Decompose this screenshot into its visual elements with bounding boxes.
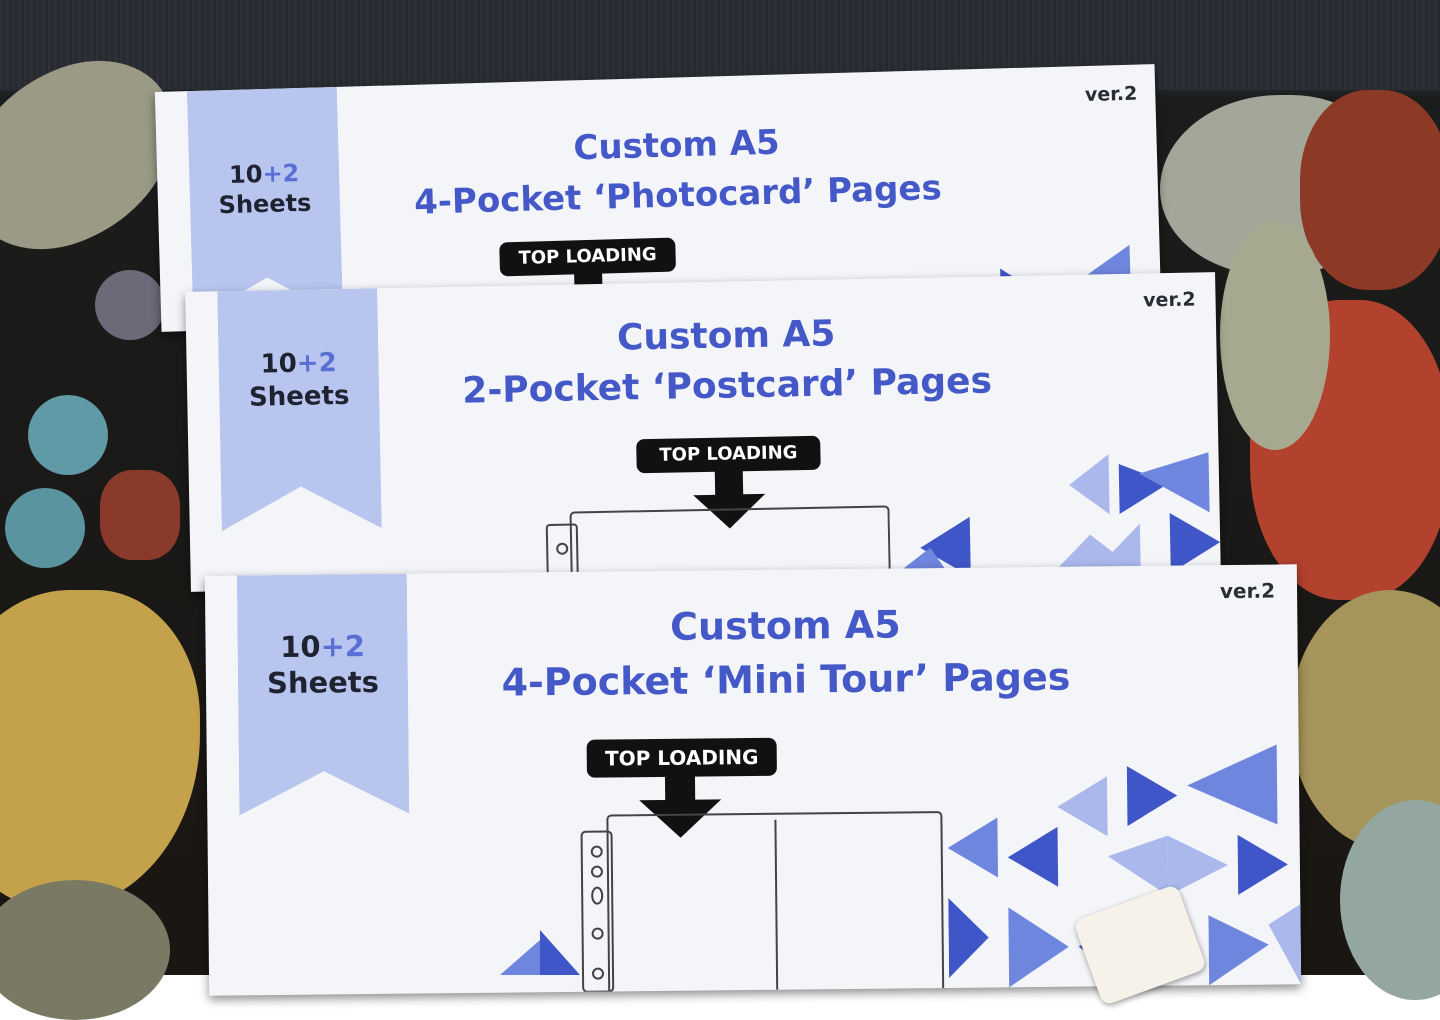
version-label: ver.2 <box>1219 578 1276 604</box>
sheet-count-bonus: +2 <box>320 629 366 664</box>
fabric-red-flower-right-top <box>1300 90 1440 290</box>
fabric-red-flower-left <box>100 470 180 560</box>
top-loading-badge: TOP LOADING <box>499 237 677 277</box>
sheet-count-unit: Sheets <box>218 188 312 220</box>
sheet-count-main: 10 <box>279 629 321 664</box>
sheet-count-bonus: +2 <box>262 159 300 189</box>
product-title-line1: Custom A5 <box>572 122 781 169</box>
sheet-count: 10+2 Sheets <box>237 628 408 702</box>
top-loading-badge: TOP LOADING <box>636 435 821 474</box>
fabric-berry-1 <box>28 395 108 475</box>
product-title-line2: 4-Pocket ‘Mini Tour’ Pages <box>501 654 1071 705</box>
triangle-pattern-fragment <box>500 930 580 975</box>
triangle-pattern <box>890 452 1221 579</box>
gray-felt-surface <box>0 0 1440 90</box>
product-title-line1: Custom A5 <box>669 602 901 649</box>
fabric-berry-2 <box>5 488 85 568</box>
pocket-sleeve-illustration <box>545 505 891 586</box>
sheet-count-unit: Sheets <box>266 665 380 701</box>
version-label: ver.2 <box>1142 288 1196 312</box>
fabric-berry-3 <box>95 270 165 340</box>
sheet-count-bonus: +2 <box>296 348 337 379</box>
product-card-postcard: 10+2 Sheets ver.2 Custom A5 2-Pocket ‘Po… <box>185 272 1221 592</box>
top-loading-arrow-icon <box>639 775 722 838</box>
product-title-line2: 4-Pocket ‘Photocard’ Pages <box>413 168 943 223</box>
product-title-line2: 2-Pocket ‘Postcard’ Pages <box>461 360 993 412</box>
sheet-count: 10+2 Sheets <box>189 157 341 221</box>
top-loading-badge: TOP LOADING <box>586 737 777 778</box>
top-loading-arrow-icon <box>693 470 766 529</box>
sheet-count-unit: Sheets <box>248 380 350 413</box>
version-label: ver.2 <box>1084 82 1138 107</box>
sheet-count-main: 10 <box>228 160 263 189</box>
pocket-sleeve-illustration <box>580 811 945 992</box>
fabric-leaf-right-mid <box>1220 220 1330 450</box>
product-title-line1: Custom A5 <box>616 313 836 359</box>
sheet-count-main: 10 <box>260 348 298 380</box>
sheet-count: 10+2 Sheets <box>218 346 379 414</box>
